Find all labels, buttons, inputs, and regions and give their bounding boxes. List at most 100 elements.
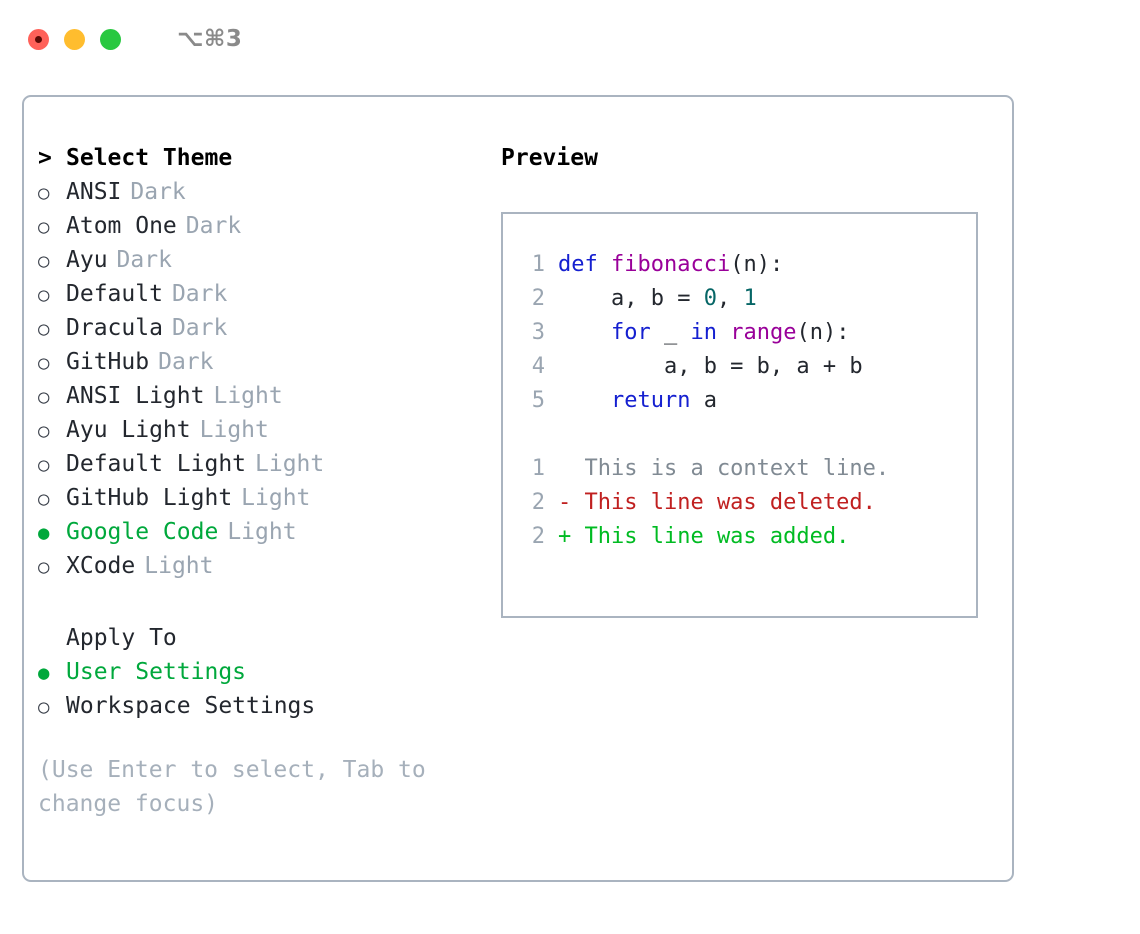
theme-option-label: ANSI Light xyxy=(66,383,205,409)
code-line-number: 2 xyxy=(531,286,545,311)
code-token xyxy=(717,320,730,345)
theme-option-variant-tag: Dark xyxy=(171,281,228,307)
radio-unselected-icon: ○ xyxy=(38,454,50,476)
radio-unselected-icon: ○ xyxy=(38,182,50,204)
theme-option-label: XCode xyxy=(66,553,136,579)
theme-option-variant-tag: Light xyxy=(213,383,283,409)
apply-to-options-list: ● User Settings ○ Workspace Settings xyxy=(38,655,488,723)
radio-selected-icon: ● xyxy=(38,662,50,684)
theme-option-label: Ayu Light xyxy=(66,417,191,443)
code-token: in xyxy=(690,320,717,345)
code-token: _ xyxy=(650,320,691,345)
apply-to-option-label: Workspace Settings xyxy=(66,693,316,719)
diff-line-text: - This line was deleted. xyxy=(558,490,876,515)
theme-option-ansi-light[interactable]: ○ ANSI Light Light xyxy=(38,379,488,413)
radio-unselected-icon: ○ xyxy=(38,250,50,272)
theme-option-variant-tag: Dark xyxy=(130,179,186,205)
focus-caret-icon: > xyxy=(38,145,52,171)
radio-unselected-icon: ○ xyxy=(38,216,50,238)
close-button[interactable] xyxy=(28,28,49,50)
code-line-number: 1 xyxy=(531,252,545,277)
code-line: 1 def fibonacci(n): xyxy=(503,248,976,282)
theme-option-variant-tag: Dark xyxy=(171,315,228,341)
code-token: , xyxy=(716,286,744,311)
code-token: 1 xyxy=(743,286,757,311)
radio-unselected-icon: ○ xyxy=(38,696,50,718)
theme-list-header: Select Theme xyxy=(66,145,233,171)
radio-unselected-icon: ○ xyxy=(38,420,50,442)
theme-option-default-light[interactable]: ○ Default Light Light xyxy=(38,447,488,481)
theme-option-xcode[interactable]: ○ XCode Light xyxy=(38,549,488,583)
code-line-text: a, b = 0, 1 xyxy=(558,282,757,316)
code-line-text: for _ in range(n): xyxy=(558,316,849,350)
code-token xyxy=(558,388,611,413)
title-bar: ⌥⌘3 xyxy=(0,0,1140,78)
apply-to-option-label: User Settings xyxy=(66,659,247,685)
code-line: 5 return a xyxy=(503,384,976,418)
code-token: def xyxy=(558,252,611,277)
theme-option-variant-tag: Dark xyxy=(158,349,214,375)
keyboard-shortcut-label: ⌥⌘3 xyxy=(177,26,243,52)
apply-to-header-row: Apply To xyxy=(38,621,488,655)
apply-to-option-workspace-settings[interactable]: ○ Workspace Settings xyxy=(38,689,488,723)
theme-option-ayu-light[interactable]: ○ Ayu Light Light xyxy=(38,413,488,447)
code-line: 2 a, b = 0, 1 xyxy=(503,282,976,316)
theme-option-variant-tag: Light xyxy=(144,553,214,579)
code-token: a xyxy=(690,388,717,413)
apply-to-header: Apply To xyxy=(66,625,177,651)
theme-option-variant-tag: Light xyxy=(199,417,269,443)
traffic-lights xyxy=(28,28,121,50)
code-line: 3 for _ in range(n): xyxy=(503,316,976,350)
theme-list-header-row: > Select Theme xyxy=(38,141,488,175)
theme-option-google-code[interactable]: ● Google Code Light xyxy=(38,515,488,549)
code-line-number: 4 xyxy=(531,354,545,379)
diff-line: 1 This is a context line. xyxy=(503,452,976,486)
radio-selected-icon: ● xyxy=(38,522,50,544)
code-token: (n): xyxy=(796,320,850,345)
code-token xyxy=(558,320,611,345)
theme-option-label: Default xyxy=(66,281,163,307)
keyboard-hint: (Use Enter to select, Tab to change focu… xyxy=(38,757,426,817)
code-line: 4 a, b = b, a + b xyxy=(503,350,976,384)
code-diff-spacer xyxy=(503,418,976,452)
diff-line-number: 2 xyxy=(531,490,545,515)
code-line-text: def fibonacci(n): xyxy=(558,248,783,282)
theme-option-label: Google Code xyxy=(66,519,219,545)
zoom-button[interactable] xyxy=(100,28,121,50)
theme-option-variant-tag: Dark xyxy=(116,247,172,273)
code-token: a, b = xyxy=(558,286,704,311)
code-token: for xyxy=(610,320,651,345)
radio-unselected-icon: ○ xyxy=(38,386,50,408)
theme-option-ansi[interactable]: ○ ANSI Dark xyxy=(38,175,488,209)
diff-line-number: 1 xyxy=(531,456,545,481)
diff-line-text: This is a context line. xyxy=(558,456,890,481)
code-line-text: a, b = b, a + b xyxy=(558,350,863,384)
radio-unselected-icon: ○ xyxy=(38,284,50,306)
minimize-button[interactable] xyxy=(64,28,85,50)
theme-option-variant-tag: Light xyxy=(255,451,325,477)
radio-unselected-icon: ○ xyxy=(38,488,50,510)
code-token: return xyxy=(610,388,691,413)
code-line-number: 3 xyxy=(531,320,545,345)
theme-option-variant-tag: Light xyxy=(227,519,297,545)
theme-option-label: Default Light xyxy=(66,451,247,477)
diff-line-text: + This line was added. xyxy=(558,524,850,549)
apply-to-option-user-settings[interactable]: ● User Settings xyxy=(38,655,488,689)
theme-option-label: ANSI xyxy=(66,179,122,205)
theme-option-default[interactable]: ○ Default Dark xyxy=(38,277,488,311)
radio-unselected-icon: ○ xyxy=(38,318,50,340)
theme-option-label: GitHub xyxy=(66,349,150,375)
radio-unselected-icon: ○ xyxy=(38,556,50,578)
